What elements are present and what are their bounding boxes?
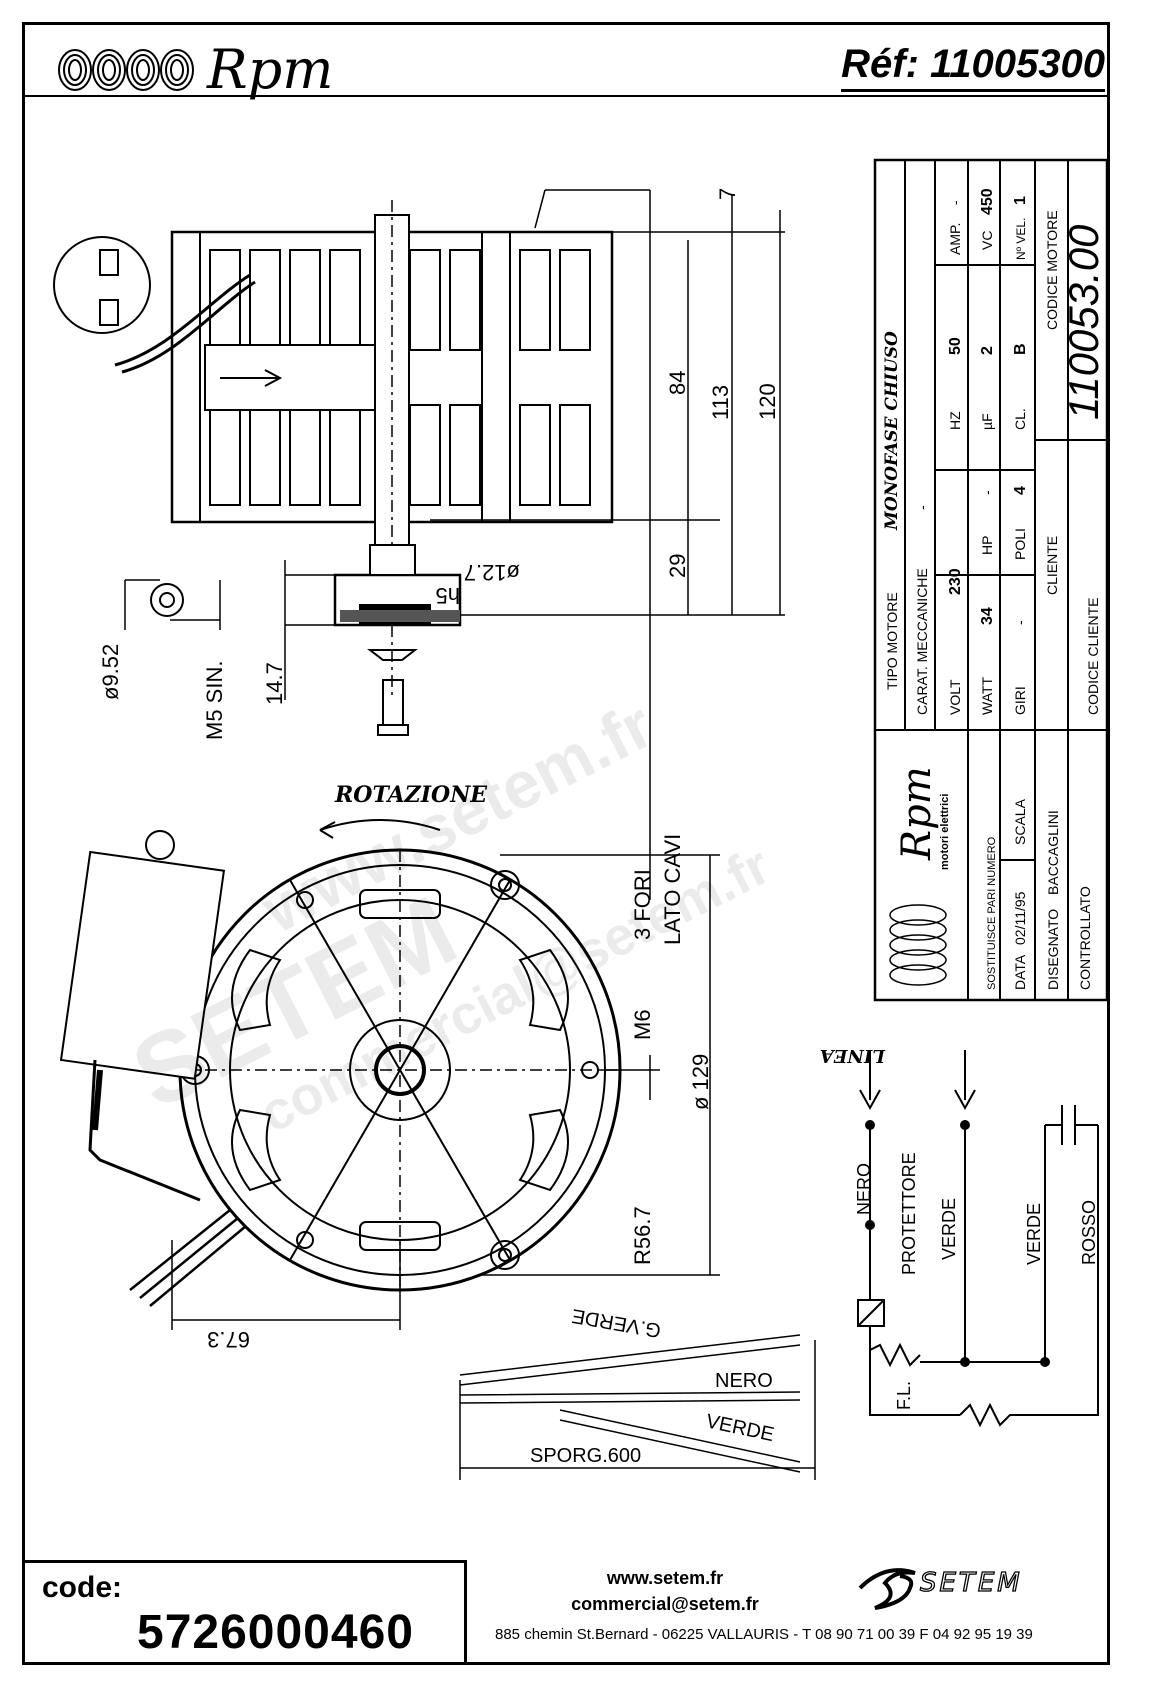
terminal-box-circle <box>53 236 151 334</box>
dim-84: 84 <box>665 371 690 395</box>
poli-value: 4 <box>1012 486 1029 495</box>
disegnato-label: DISEGNATO <box>1045 909 1061 990</box>
rotation-label: ROTAZIONE <box>334 782 488 808</box>
product-code-box: code: 5726000460 <box>22 1560 467 1665</box>
side-view-dimensions <box>124 189 785 900</box>
giri-value: - <box>1012 620 1028 625</box>
controllato-label: CONTROLLATO <box>1077 886 1093 990</box>
hp-value: - <box>979 490 995 495</box>
wiring-nero-label: NERO <box>854 1163 874 1215</box>
dim-h5: h5 <box>436 583 460 608</box>
wire-gverde-label: G.VERDE <box>570 1304 662 1341</box>
codice-motore-label: CODICE MOTORE <box>1044 210 1060 330</box>
front-view-dimensions <box>171 854 720 1330</box>
header-divider <box>22 95 1110 97</box>
wiring-verde-2-label: VERDE <box>1024 1203 1044 1265</box>
thread-m6-label: M6 <box>630 1009 655 1040</box>
data-value: 02/11/95 <box>1012 891 1028 945</box>
brand-logo: Rpm <box>55 38 333 101</box>
dim-29: 29 <box>665 554 690 578</box>
wiring-diagram <box>857 1050 1099 1428</box>
sporg-label: SPORG.600 <box>530 1445 641 1467</box>
cable-drawing <box>459 1334 816 1480</box>
title-block <box>873 158 1109 1002</box>
dim-7: 7 <box>715 188 740 200</box>
hz-value: 50 <box>947 337 964 355</box>
rosso-label: ROSSO <box>1079 1200 1099 1265</box>
volt-value: 230 <box>947 568 964 595</box>
codice-motore-value: 110053.00 <box>1060 224 1107 420</box>
holes-label-2: LATO CAVI <box>660 834 685 945</box>
dim-67-3: 67.3 <box>207 1327 250 1352</box>
amp-value: - <box>947 200 963 205</box>
amp-label: AMP. <box>947 223 963 255</box>
cl-value: B <box>1012 343 1029 355</box>
giri-label: GIRI <box>1012 686 1028 715</box>
setem-company-name: SETEM <box>919 1567 1023 1598</box>
vc-label: VC <box>979 231 995 250</box>
dim-r56-7: R56.7 <box>630 1206 655 1265</box>
dim-120: 120 <box>755 383 780 420</box>
footer-email-link[interactable]: commercial@setem.fr <box>571 1594 759 1614</box>
dim-129: ø 129 <box>688 1054 713 1110</box>
codice-cliente-label: CODICE CLIENTE <box>1085 598 1101 715</box>
fl-label: F.L. <box>894 1381 914 1410</box>
uf-label: µF <box>979 413 995 430</box>
linea-label: LINEA <box>820 1045 886 1066</box>
uf-value: 2 <box>979 346 996 355</box>
tipo-motore-label: TIPO MOTORE <box>884 592 900 690</box>
motor-front-view <box>59 819 622 1307</box>
rpm-coil-logo-icon <box>58 48 194 91</box>
setem-swoosh-icon <box>858 1568 916 1610</box>
code-label: code: <box>42 1571 123 1604</box>
title-block-coil-icon <box>889 904 947 986</box>
disegnato-value: BACCAGLINI <box>1045 810 1061 895</box>
footer-website-link[interactable]: www.setem.fr <box>606 1568 724 1588</box>
title-block-logo-name: Rpm <box>894 766 940 861</box>
carat-value: - <box>914 505 930 510</box>
footer-address: 885 chemin St.Bernard - 06225 VALLAURIS … <box>495 1626 1033 1643</box>
wire-verde-label: VERDE <box>704 1410 776 1446</box>
wiring-verde-1-label: VERDE <box>939 1198 959 1260</box>
title-block-logo-sub: motori elettrici <box>939 794 951 870</box>
motor-side-view <box>53 200 614 736</box>
poli-label: POLI <box>1012 528 1028 560</box>
sostituisce-label: SOSTITUISCE PARI NUMERO <box>986 836 998 990</box>
hp-label: HP <box>979 536 995 555</box>
scala-label: SCALA <box>1012 798 1028 845</box>
watt-value: 34 <box>979 607 996 625</box>
dim-9-52: ø9.52 <box>98 644 123 700</box>
brand-name: Rpm <box>207 38 334 101</box>
dim-14-7: 14.7 <box>262 662 287 705</box>
dim-113: 113 <box>708 385 733 420</box>
volt-label: VOLT <box>947 679 963 715</box>
wire-nero-label: NERO <box>715 1370 773 1392</box>
cl-label: CL. <box>1012 408 1028 430</box>
hz-label: HZ <box>947 411 963 430</box>
nvel-label: Nº VEL. <box>1014 218 1028 260</box>
holes-label-1: 3 FORI <box>630 869 655 940</box>
dim-shaft-diameter: ø12.7 <box>464 560 520 585</box>
protettore-label: PROTETTORE <box>899 1152 919 1275</box>
footer-contact: www.setem.fr commercial@setem.fr <box>535 1565 795 1617</box>
dim-m5: M5 SIN. <box>202 661 227 740</box>
reference-number: Réf: 11005300 <box>841 42 1105 92</box>
watt-label: WATT <box>979 676 995 715</box>
nvel-value: 1 <box>1012 196 1029 205</box>
carat-label: CARAT. MECCANICHE <box>914 568 930 715</box>
data-label: DATA <box>1012 954 1028 990</box>
vc-value: 450 <box>979 188 996 215</box>
drawing-frame <box>22 22 1110 1665</box>
code-value: 5726000460 <box>137 1606 414 1659</box>
tipo-motore-value: MONOFASE CHIUSO <box>882 331 902 531</box>
cliente-label: CLIENTE <box>1044 536 1060 595</box>
